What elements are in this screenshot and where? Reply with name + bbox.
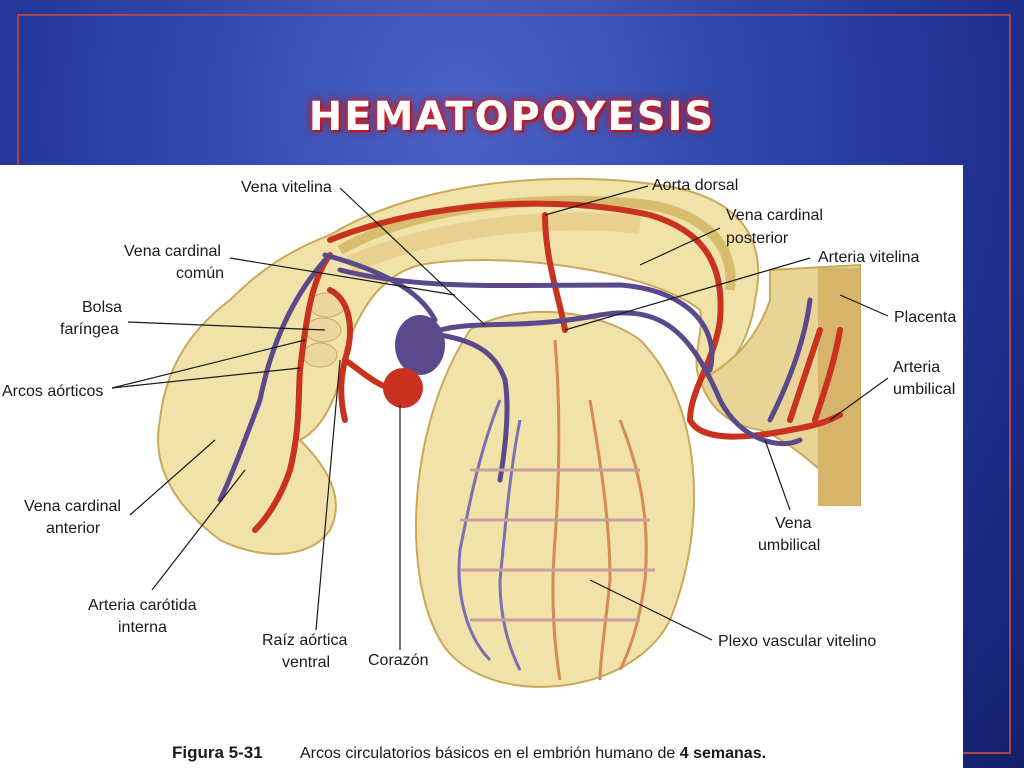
label-vena-umbilical-2: umbilical <box>758 537 820 554</box>
figure-caption: Figura 5-31 Arcos circulatorios básicos … <box>172 743 766 762</box>
label-vena-cardinal-comun-1: Vena cardinal <box>124 243 221 260</box>
label-plexo-vascular-vitelino: Plexo vascular vitelino <box>718 633 876 650</box>
label-arteria-carotida-2: interna <box>118 619 167 636</box>
caption-text: Arcos circulatorios básicos en el embrió… <box>300 745 766 762</box>
caption-main-text: Arcos circulatorios básicos en el embrió… <box>300 745 680 762</box>
label-arteria-umbilical-2: umbilical <box>893 381 955 398</box>
figure-labels: Vena vitelina Aorta dorsal Vena cardinal… <box>2 177 956 671</box>
label-raiz-aortica-1: Raíz aórtica <box>262 632 347 649</box>
label-vena-cardinal-posterior-2: posterior <box>726 230 789 247</box>
label-arteria-carotida-1: Arteria carótida <box>88 597 197 614</box>
label-corazon: Corazón <box>368 652 428 669</box>
label-bolsa-faringea-1: Bolsa <box>82 299 122 316</box>
label-bolsa-faringea-2: faríngea <box>60 321 119 338</box>
label-aorta-dorsal: Aorta dorsal <box>652 177 738 194</box>
veins <box>217 252 813 503</box>
embryo-figure: Vena vitelina Aorta dorsal Vena cardinal… <box>0 165 963 768</box>
arteries <box>252 200 843 533</box>
label-vena-cardinal-posterior-1: Vena cardinal <box>726 207 823 224</box>
label-vena-cardinal-comun-2: común <box>176 265 224 282</box>
vitelline-plexus <box>457 339 655 681</box>
caption-number: Figura 5-31 <box>172 743 263 762</box>
label-vena-cardinal-anterior-1: Vena cardinal <box>24 498 121 515</box>
label-vena-cardinal-anterior-2: anterior <box>46 520 101 537</box>
slide-title: HEMATOPOYESIS <box>308 94 716 140</box>
caption-emphasis: 4 semanas. <box>680 745 766 762</box>
label-arteria-umbilical-1: Arteria <box>893 359 940 376</box>
leader-lines <box>111 185 889 650</box>
label-arcos-aorticos: Arcos aórticos <box>2 383 103 400</box>
embryo-diagram: Vena vitelina Aorta dorsal Vena cardinal… <box>2 177 956 762</box>
embryo-body <box>157 177 861 688</box>
label-vena-vitelina: Vena vitelina <box>241 179 332 196</box>
label-raiz-aortica-2: ventral <box>282 654 330 671</box>
label-vena-umbilical-1: Vena <box>775 515 812 532</box>
label-arteria-vitelina: Arteria vitelina <box>818 249 919 266</box>
label-placenta: Placenta <box>894 309 956 326</box>
